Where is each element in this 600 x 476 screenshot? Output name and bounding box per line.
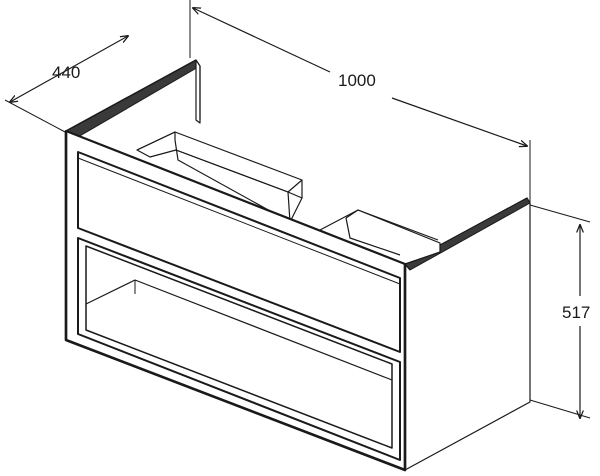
top-rim-left [65, 59, 201, 138]
left-basin-cutout [136, 131, 303, 223]
width-dimension-line-a [193, 8, 331, 73]
dimension-lines [10, 8, 580, 418]
height-label: 517 [562, 303, 590, 322]
depth-label: 440 [52, 63, 80, 82]
width-label: 1000 [338, 71, 376, 90]
width-dimension-line-b [391, 97, 527, 146]
cabinet [64, 59, 531, 472]
depth-dimension-line [10, 36, 128, 102]
extension-lines [4, 0, 591, 419]
open-shelf-inner [85, 245, 393, 449]
drawer-front [77, 151, 401, 353]
top-rim-back-left [195, 59, 201, 124]
